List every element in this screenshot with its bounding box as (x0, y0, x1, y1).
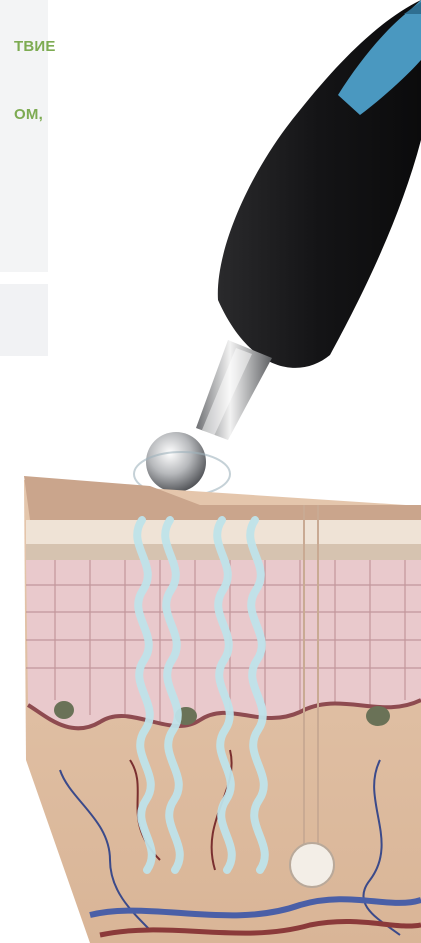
microcurrent-device (134, 0, 421, 496)
device-ball-tip (146, 432, 206, 492)
